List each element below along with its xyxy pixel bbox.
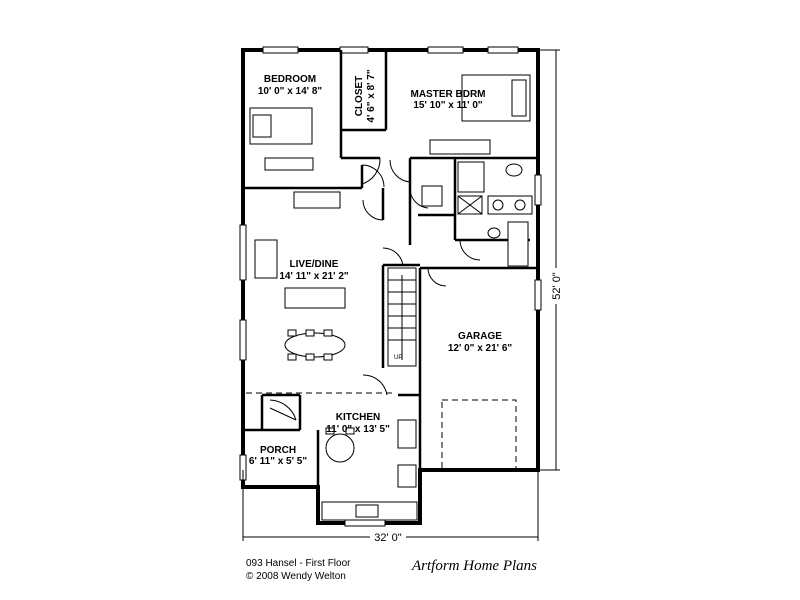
- master-bdrm-dims: 15' 10" x 11' 0": [413, 100, 483, 111]
- bedroom-furniture: [249, 107, 314, 171]
- copyright-text: © 2008 Wendy Welton: [246, 571, 346, 582]
- master-bed: [429, 74, 531, 155]
- porch-dims: 6' 11" x 5' 5": [249, 456, 307, 467]
- kitchen-label: KITCHEN: [336, 412, 380, 423]
- living-furniture: [254, 191, 346, 361]
- bedroom-label: BEDROOM: [264, 74, 316, 85]
- bath-fixtures: [421, 161, 533, 267]
- closet-dims: 4' 6" x 8' 7": [366, 69, 377, 122]
- interior-walls: [243, 50, 538, 487]
- doors: [269, 157, 481, 421]
- plan-title: 093 Hansel - First Floor: [246, 558, 351, 569]
- live-dine-label: LIVE/DINE: [290, 259, 339, 270]
- stair-up-label: UP: [394, 355, 402, 361]
- overall-depth-dim: 52' 0": [551, 272, 563, 300]
- porch-label: PORCH: [260, 445, 296, 456]
- closet-label: CLOSET: [354, 76, 365, 117]
- kitchen-dims: 11' 0" x 13' 5": [326, 424, 390, 435]
- windows: [239, 46, 542, 527]
- garage-label: GARAGE: [458, 331, 502, 342]
- garage-dims: 12' 0" x 21' 6": [448, 343, 513, 354]
- kitchen-fixtures: [321, 419, 418, 521]
- bedroom-dims: 10' 0" x 14' 8": [258, 86, 323, 97]
- master-bdrm-label: MASTER BDRM: [411, 89, 486, 100]
- brand-name: Artform Home Plans: [412, 558, 537, 574]
- stairs: [387, 267, 417, 367]
- garage-door-outline: [441, 399, 517, 471]
- live-dine-dims: 14' 11" x 21' 2": [279, 271, 349, 282]
- overall-width-dim: 32' 0": [374, 532, 402, 544]
